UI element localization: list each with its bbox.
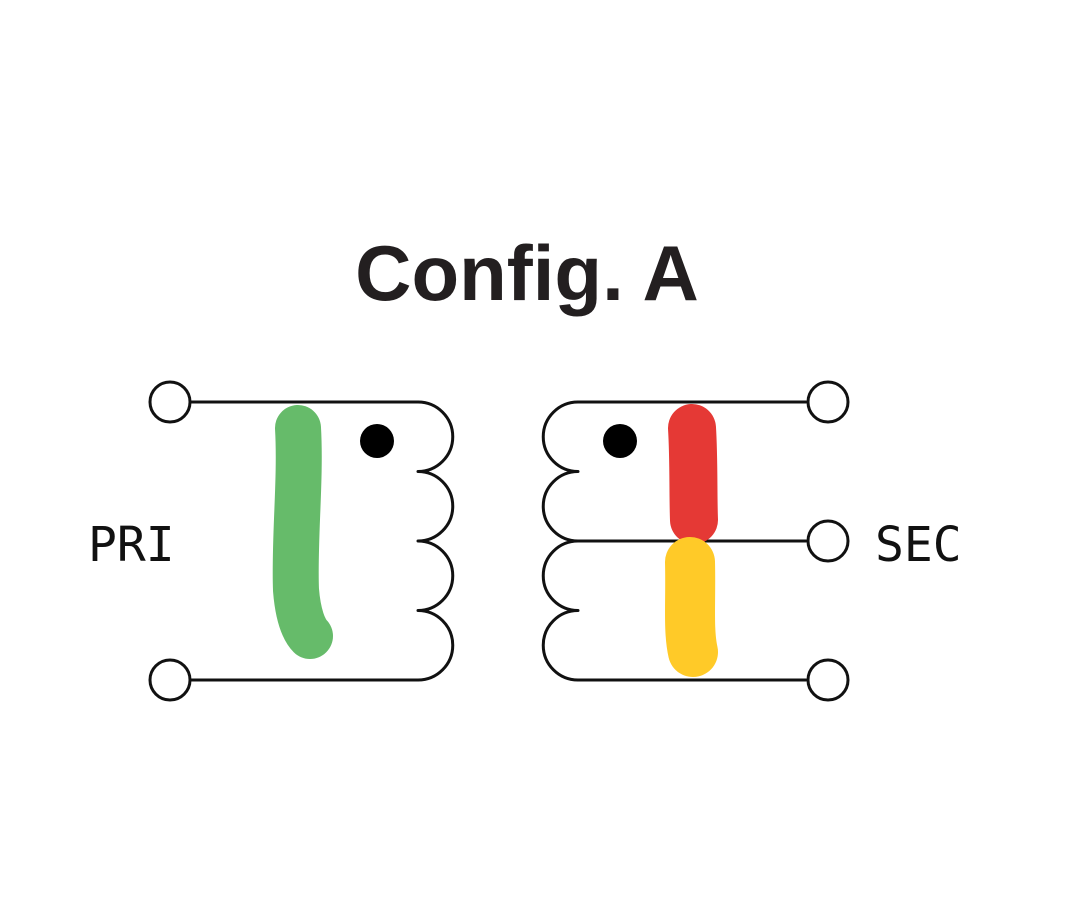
secondary-top-terminal[interactable] (806, 380, 850, 424)
secondary-yellow-highlight (665, 537, 718, 677)
primary-bottom-terminal[interactable] (148, 658, 192, 702)
primary-winding-group (148, 380, 455, 702)
secondary-label: SEC (875, 517, 962, 573)
secondary-red-highlight (668, 404, 718, 544)
primary-coil (416, 400, 455, 682)
primary-polarity-dot (360, 424, 394, 458)
secondary-polarity-dot (603, 424, 637, 458)
primary-label: PRI (88, 517, 175, 573)
secondary-center-tap-terminal[interactable] (806, 519, 850, 563)
secondary-winding-group (541, 380, 850, 702)
primary-top-terminal[interactable] (148, 380, 192, 424)
diagram-title: Config. A (355, 229, 699, 317)
secondary-coil (541, 400, 580, 682)
primary-green-highlight (272, 405, 333, 659)
secondary-bottom-terminal[interactable] (806, 658, 850, 702)
